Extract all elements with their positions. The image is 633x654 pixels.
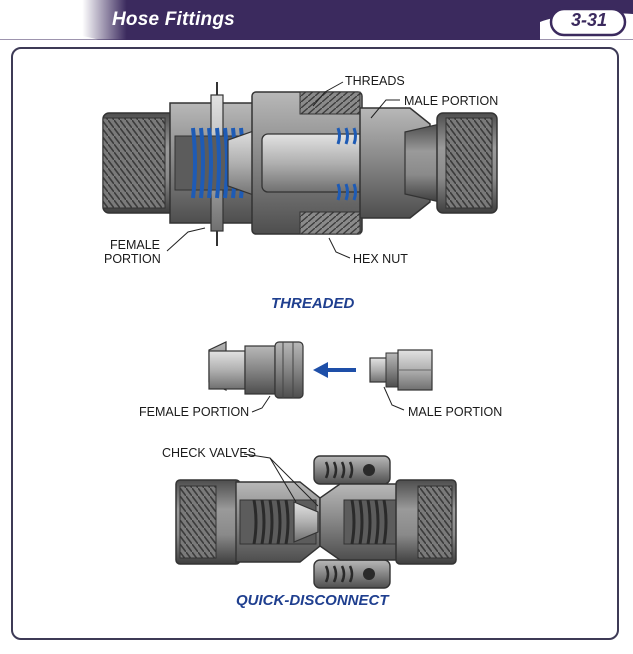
female-collar xyxy=(244,345,276,395)
label-female-portion-line1: FEMALE xyxy=(110,238,161,252)
label-threads: THREADS xyxy=(345,74,405,88)
page-header: Hose Fittings 3-31 xyxy=(0,0,633,40)
label-hex-nut: HEX NUT xyxy=(353,252,408,266)
page-number: 3-31 xyxy=(570,10,608,30)
female-threads xyxy=(102,117,166,209)
male-portion-leader-2 xyxy=(383,386,405,411)
label-female-portion-line2: PORTION xyxy=(104,252,161,266)
threads-leader xyxy=(312,81,344,107)
hex-nut-leader xyxy=(328,237,351,259)
locking-ball-top xyxy=(363,464,375,476)
label-female-portion-2: FEMALE PORTION xyxy=(139,405,250,419)
label-check-valves: CHECK VALVES xyxy=(162,446,257,460)
male-threads xyxy=(445,117,493,209)
page-title: Hose Fittings xyxy=(112,9,235,30)
caption-threaded: THREADED xyxy=(271,295,355,312)
header-banner xyxy=(0,0,633,40)
female-portion-leader-2 xyxy=(251,395,271,413)
check-valve-left xyxy=(293,501,319,543)
caption-quick-disconnect: QUICK-DISCONNECT xyxy=(236,592,389,609)
separated-coupling-illustration xyxy=(208,341,433,413)
female-portion-leader xyxy=(166,227,206,252)
threaded-fitting-illustration xyxy=(102,81,498,259)
spring xyxy=(191,127,245,199)
male-portion-leader xyxy=(370,99,400,119)
quick-disconnect-illustration xyxy=(175,453,457,589)
coupling-threads-top xyxy=(299,91,361,115)
female-sleeve xyxy=(274,341,304,399)
label-male-portion-2: MALE PORTION xyxy=(408,405,503,419)
qd-right-threads xyxy=(417,485,453,559)
coupling-threads-bottom xyxy=(299,211,361,235)
check-valves-leader-2 xyxy=(269,457,319,507)
female-hex xyxy=(208,350,246,390)
qd-left-threads xyxy=(179,485,217,559)
locking-ball-bottom xyxy=(363,568,375,580)
connect-arrow-head xyxy=(313,362,328,378)
label-male-portion: MALE PORTION xyxy=(404,94,499,108)
